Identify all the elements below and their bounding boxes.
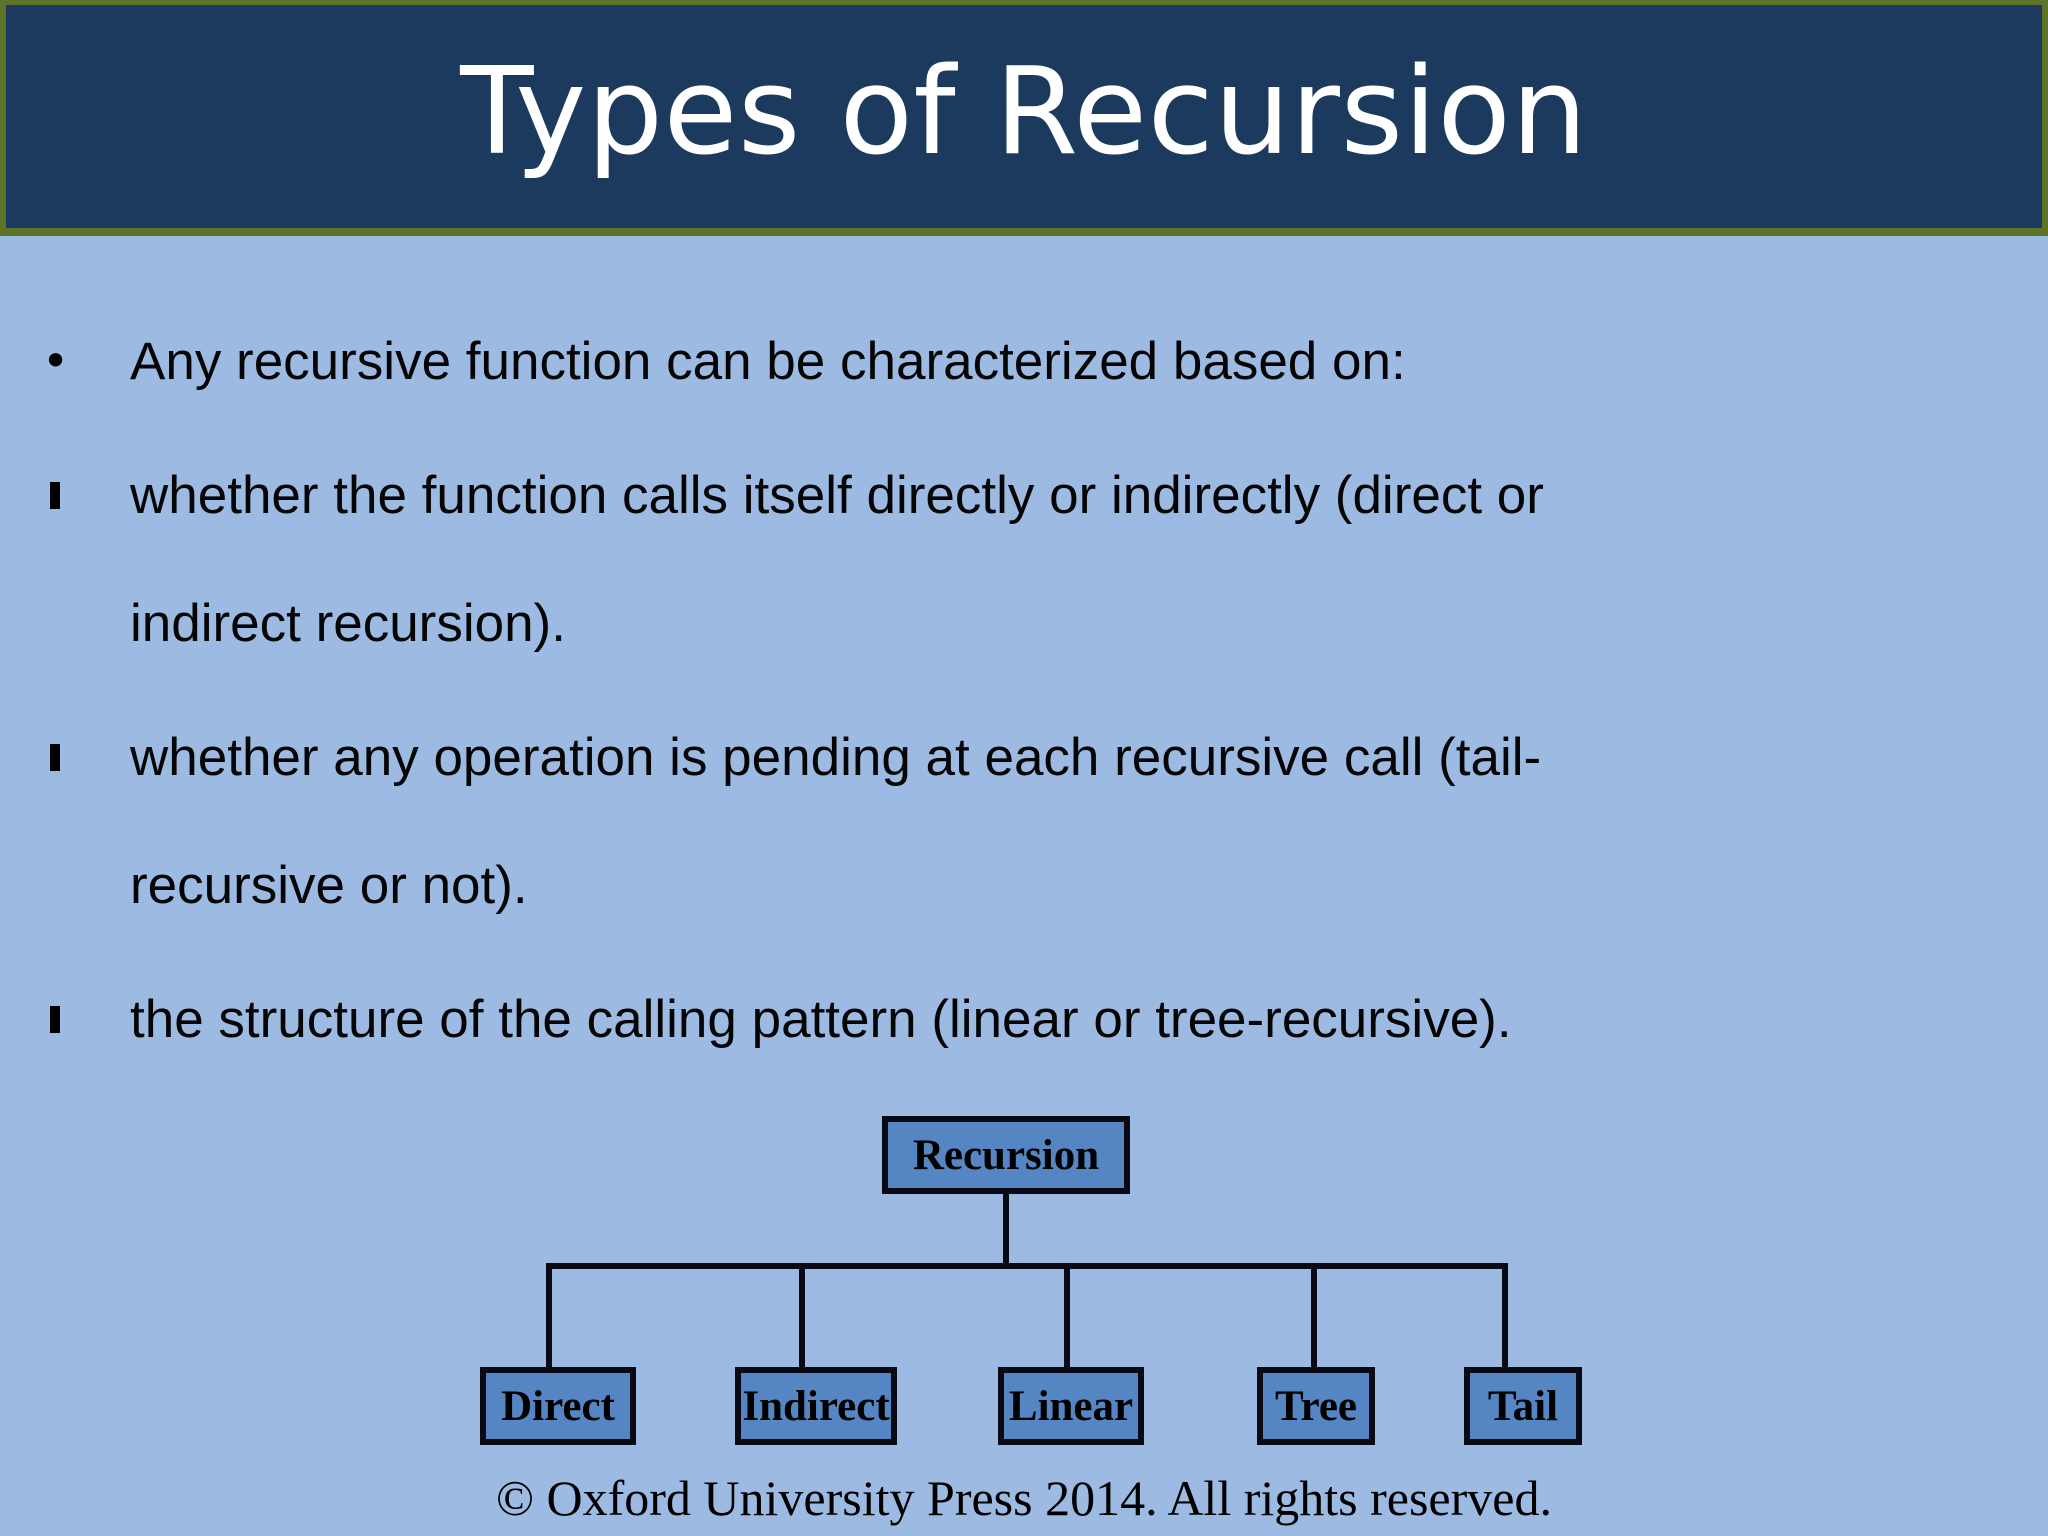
slide-title-band: Types of Recursion [0,0,2048,236]
list-item: whether the function calls itself direct… [0,464,1544,528]
list-item-continuation: recursive or not). [130,854,528,918]
connector-root-stem [1003,1194,1009,1266]
tree-node-tree: Tree [1257,1367,1375,1445]
list-item: whether any operation is pending at each… [0,726,1541,790]
list-item-label-line2: recursive or not). [130,856,528,915]
copyright-footer: © Oxford University Press 2014. All righ… [496,1470,1552,1526]
page-title: Types of Recursion [460,42,1588,182]
list-item-label: the structure of the calling pattern (li… [130,990,1512,1049]
list-item: the structure of the calling pattern (li… [0,988,1512,1052]
round-bullet-icon: • [42,334,70,388]
tree-node-tail: Tail [1464,1367,1582,1445]
connector-drop-direct [546,1263,552,1369]
tree-node-root: Recursion [882,1116,1130,1194]
tree-node-indirect: Indirect [735,1367,897,1445]
tree-node-direct: Direct [480,1367,636,1445]
square-bullet-icon [0,464,60,526]
connector-drop-tree [1311,1263,1317,1369]
square-bullet-icon [0,988,60,1050]
square-bullet-icon [0,726,60,788]
list-item-label: whether any operation is pending at each… [130,728,1542,787]
list-item-label: Any recursive function can be characteri… [130,332,1406,391]
connector-drop-linear [1064,1263,1070,1369]
connector-drop-tail [1502,1263,1508,1369]
list-item-continuation: indirect recursion). [130,592,566,656]
bullet-list: • Any recursive function can be characte… [0,236,2048,1116]
list-item-label: whether the function calls itself direct… [130,466,1544,525]
connector-drop-indirect [799,1263,805,1369]
connector-horizontal-bus [546,1263,1508,1269]
list-item-label-line2: indirect recursion). [130,594,566,653]
list-item: • Any recursive function can be characte… [0,330,1406,394]
tree-node-linear: Linear [998,1367,1144,1445]
